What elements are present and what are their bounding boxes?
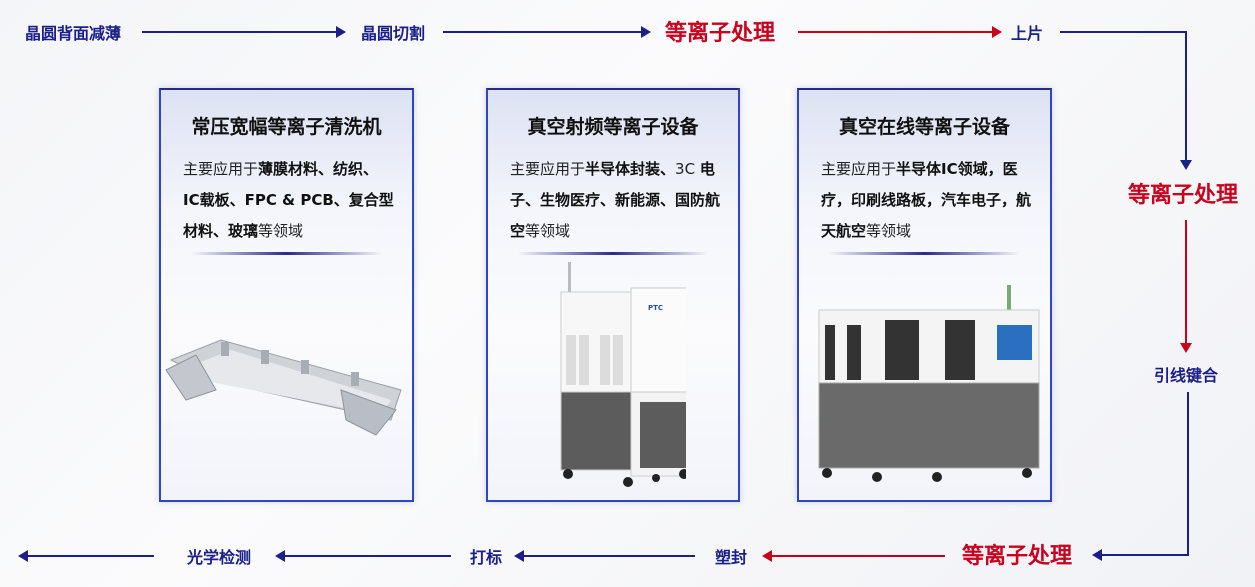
arrowhead-icon: [336, 26, 346, 38]
step-wafer-dicing: 晶圆切割: [360, 24, 426, 43]
arrowhead-icon: [275, 550, 285, 562]
vacuum-inline-machine-image: [818, 285, 1040, 482]
vacuum-rf-machine-image: PTC: [560, 262, 686, 487]
product-card-vacuum-rf: 真空射频等离子设备 主要应用于半导体封装、3C 电子、生物医疗、新能源、国防航空…: [486, 88, 740, 502]
product-card-atmospheric: 常压宽幅等离子清洗机 主要应用于薄膜材料、纺织、IC载板、FPC & PCB、复…: [159, 88, 414, 502]
arrowhead-icon: [1180, 160, 1192, 170]
desc-prefix: 主要应用于: [183, 160, 259, 178]
desc-highlight: 薄膜材料、纺织、IC载板、FPC & PCB、复合型材料、玻璃: [183, 160, 394, 240]
card-title: 常压宽幅等离子清洗机: [191, 116, 382, 138]
arrow-line: [798, 31, 994, 33]
arrowhead-icon: [992, 26, 1002, 38]
step-plasma-2: 等离子处理: [1127, 183, 1239, 208]
step-die-attach: 上片: [1010, 24, 1044, 43]
arrowhead-icon: [1092, 549, 1102, 561]
card-description: 主要应用于薄膜材料、纺织、IC载板、FPC & PCB、复合型材料、玻璃等领域: [183, 154, 394, 247]
step-optical-inspection: 光学检测: [186, 548, 252, 567]
arrowhead-icon: [641, 26, 651, 38]
divider: [191, 252, 382, 255]
step-wire-bonding: 引线键合: [1153, 366, 1219, 385]
desc-highlight: 电子、生物医疗、新能源、国防航空: [510, 160, 721, 240]
arrowhead-icon: [1180, 343, 1192, 353]
svg-text:PTC: PTC: [648, 304, 663, 312]
arrow-line: [1100, 554, 1189, 556]
arrow-line: [443, 31, 643, 33]
card-title: 真空在线等离子设备: [838, 116, 1010, 138]
card-description: 主要应用于半导体IC领域，医疗，印刷线路板，汽车电子，航天航空等领域: [821, 154, 1032, 247]
arrow-line: [142, 31, 338, 33]
arrowhead-icon: [18, 550, 28, 562]
divider: [829, 252, 1020, 255]
arrow-line: [1060, 31, 1187, 33]
arrow-line: [1185, 220, 1187, 344]
desc-mid: 3C: [675, 160, 700, 178]
arrow-line: [1185, 31, 1187, 161]
arrow-line: [26, 555, 154, 557]
card-description: 主要应用于半导体封装、3C 电子、生物医疗、新能源、国防航空等领域: [510, 154, 720, 247]
atmospheric-plasma-machine-image: [165, 339, 402, 436]
desc-suffix: 等领域: [525, 222, 571, 240]
desc-highlight: 半导体IC领域，医疗，印刷线路板，汽车电子，航天航空: [821, 160, 1032, 240]
arrow-line: [522, 555, 695, 557]
desc-prefix: 主要应用于: [510, 160, 586, 178]
card-title: 真空射频等离子设备: [527, 116, 699, 138]
arrow-line: [1187, 392, 1189, 556]
step-plasma-1: 等离子处理: [664, 21, 776, 46]
divider: [518, 252, 708, 255]
desc-suffix: 等领域: [866, 222, 912, 240]
step-molding: 塑封: [714, 548, 748, 567]
desc-suffix: 等领域: [258, 222, 304, 240]
desc-prefix: 主要应用于: [821, 160, 897, 178]
arrow-line: [770, 555, 945, 557]
arrow-line: [283, 555, 451, 557]
step-marking: 打标: [469, 548, 503, 567]
product-card-vacuum-inline: 真空在线等离子设备 主要应用于半导体IC领域，医疗，印刷线路板，汽车电子，航天航…: [797, 88, 1052, 502]
desc-highlight: 半导体封装、: [585, 160, 676, 178]
step-wafer-thinning: 晶圆背面减薄: [24, 24, 122, 43]
step-plasma-3: 等离子处理: [961, 544, 1073, 569]
arrowhead-icon: [762, 550, 772, 562]
arrowhead-icon: [514, 550, 524, 562]
